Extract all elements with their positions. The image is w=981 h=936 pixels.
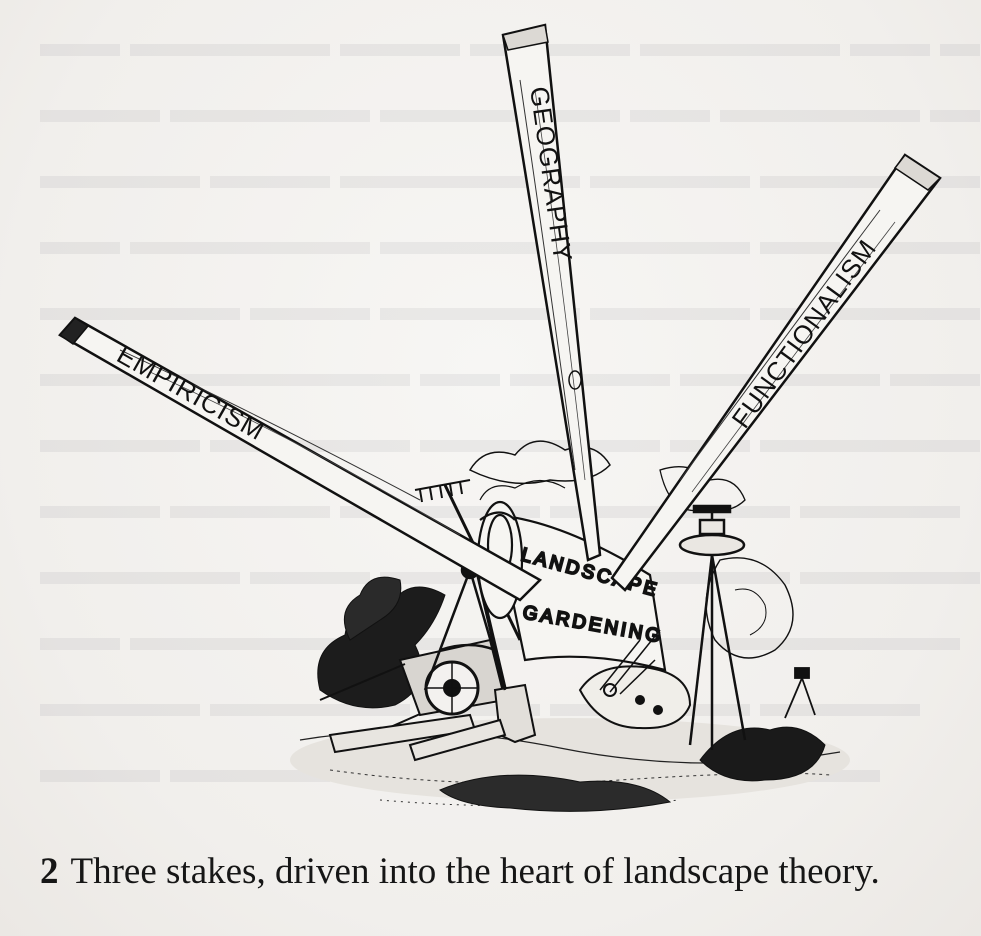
palette — [578, 629, 692, 730]
planks — [328, 713, 507, 762]
figure-caption: 2 Three stakes, driven into the heart of … — [40, 850, 880, 893]
stake-functionalism: FUNCTIONALISM — [610, 153, 942, 592]
distant-tripod — [784, 667, 816, 719]
stake-empiricism: EMPIRICISM — [58, 316, 543, 602]
stake-label-functionalism: FUNCTIONALISM — [726, 234, 883, 434]
stake-label-empiricism: EMPIRICISM — [112, 339, 270, 446]
engraving-illustration: LANDSCAPE GARDENING — [58, 23, 942, 812]
figure-number: 2 — [40, 851, 59, 892]
caption-text: Three stakes, driven into the heart of l… — [70, 851, 880, 892]
surveyor-tripod — [678, 504, 747, 750]
